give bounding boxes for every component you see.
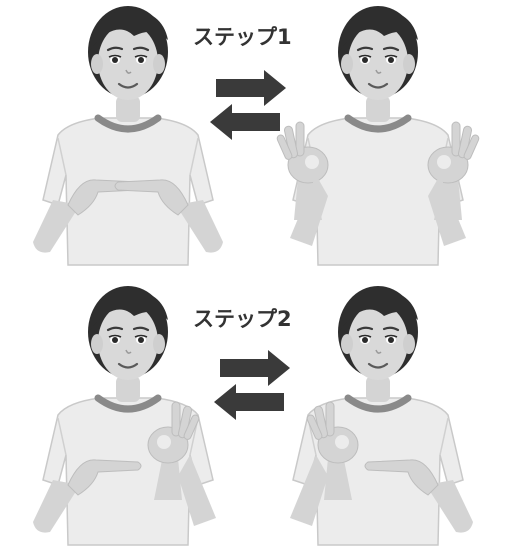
- arrow-left-icon: [210, 104, 280, 140]
- arrow-right-icon: [220, 350, 290, 386]
- arrow-right-icon: [216, 70, 286, 106]
- step-1-label: ステップ1: [193, 25, 292, 49]
- step-2-right-figure: [290, 286, 474, 545]
- step-2-left-figure: [32, 286, 216, 545]
- arrow-left-icon: [214, 384, 284, 420]
- step-1-right-figure: [275, 6, 481, 265]
- step-2-label: ステップ2: [193, 307, 292, 331]
